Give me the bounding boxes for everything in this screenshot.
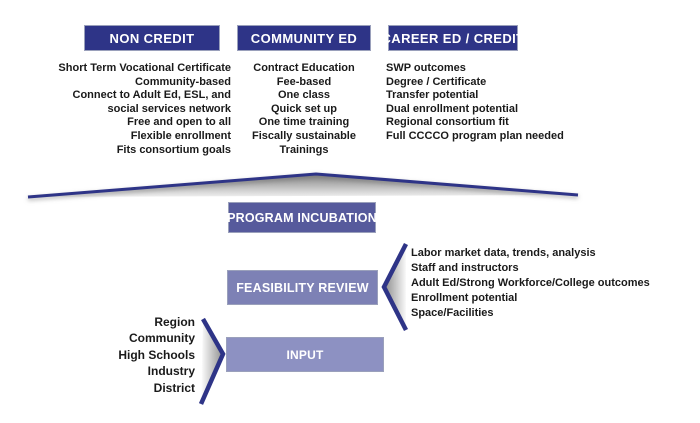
list-line: Transfer potential [386,89,479,102]
list-line: Degree / Certificate [386,75,487,88]
funnel-shadow-shape [28,174,578,197]
list-line: One class [278,89,330,102]
list-line: Free and open to all [127,116,231,129]
funnel-outline [27,172,579,199]
community-ed-feature-list: Contract Education Fee-based One class Q… [237,62,371,157]
list-line: District [153,380,195,395]
right-pointing-arrow-shadow [201,319,223,404]
feasibility-criteria-list: Labor market data, trends, analysis Staf… [411,246,650,321]
left-pointing-arrow-shadow [384,244,406,330]
stage-program-incubation: PROGRAM INCUBATION [227,202,377,233]
list-line: SWP outcomes [386,62,466,74]
career-ed-feature-list: SWP outcomes Degree / Certificate Transf… [386,62,564,144]
list-line: Space/Facilities [411,307,494,320]
list-line: Quick set up [270,102,338,115]
list-line: Trainings [279,143,329,156]
list-line: Community [129,331,195,346]
list-line: Enrollment potential [411,292,518,305]
list-line: Dual enrollment potential [386,102,519,115]
list-line: social services network [107,102,231,115]
list-line: Regional consortium fit [386,116,509,129]
list-line: One time training [258,116,350,129]
input-sources-list: Region Community High Schools Industry D… [61,314,195,396]
list-line: Fee-based [276,75,332,88]
list-line: Staff and instructors [411,262,519,275]
list-line: Labor market data, trends, analysis [411,247,596,259]
non-credit-feature-list: Short Term Vocational Certificate Commun… [18,62,231,157]
stage-input: INPUT [226,337,384,372]
list-line: Adult Ed/Strong Workforce/College outcom… [411,277,650,290]
stage-feasibility-review: FEASIBILITY REVIEW [227,270,378,305]
list-line: Connect to Adult Ed, ESL, and [72,89,231,102]
list-line: Flexible enrollment [130,129,231,142]
list-line: Fits consortium goals [116,143,231,156]
list-line: Community-based [135,75,231,88]
list-line: Short Term Vocational Certificate [58,62,231,74]
list-line: Full CCCCO program plan needed [386,129,564,142]
list-line: Contract Education [253,62,355,74]
list-line: Industry [147,364,195,379]
left-pointing-arrow-icon [381,242,409,332]
list-line: High Schools [118,347,195,362]
header-non-credit: NON CREDIT [84,25,220,51]
header-community-ed: COMMUNITY ED [237,25,371,51]
header-career-ed-credit: CAREER ED / CREDIT [382,25,524,51]
right-pointing-arrow-icon [198,317,226,405]
list-line: Region [154,315,195,329]
list-line: Fiscally sustainable [252,129,356,142]
